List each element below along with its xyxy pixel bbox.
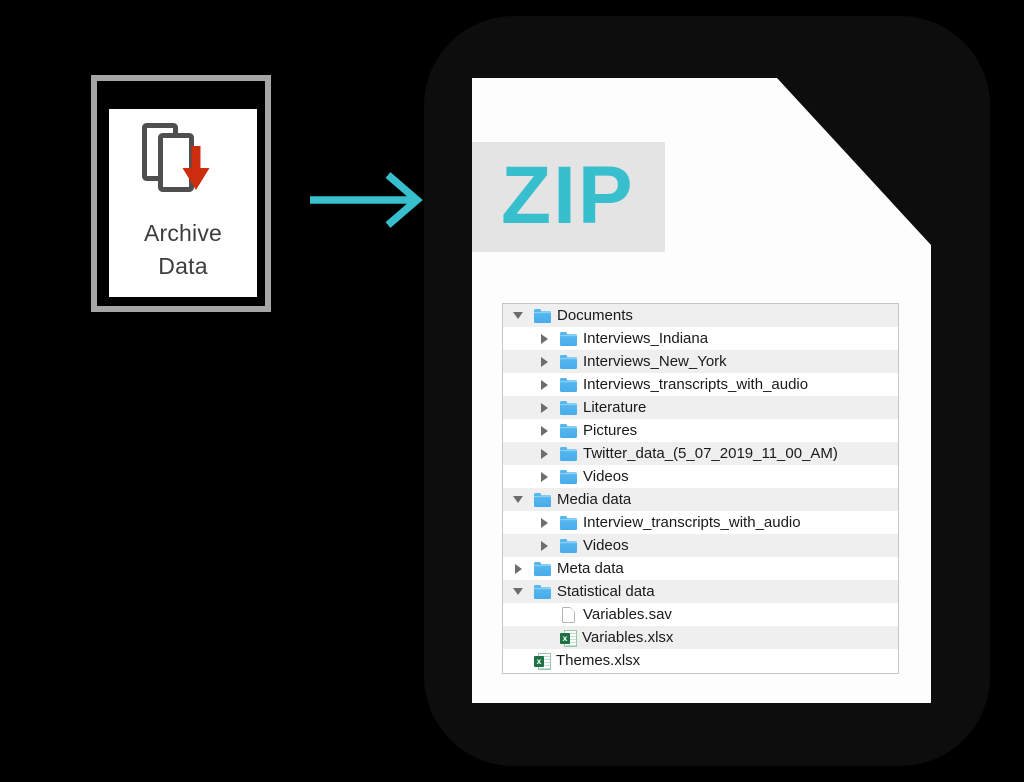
tree-row[interactable]: Twitter_data_(5_07_2019_11_00_AM): [503, 442, 898, 465]
archive-download-icon: [142, 123, 210, 192]
tree-row-label: Videos: [583, 468, 629, 485]
tree-row-label: Variables.xlsx: [582, 629, 674, 646]
tree-row[interactable]: Meta data: [503, 557, 898, 580]
tree-row[interactable]: Videos: [503, 534, 898, 557]
tree-row-label: Interview_transcripts_with_audio: [583, 514, 801, 531]
disclosure-triangle-icon[interactable]: [538, 541, 550, 551]
folder-icon: [560, 515, 577, 530]
folder-icon: [560, 469, 577, 484]
disclosure-triangle-icon[interactable]: [538, 518, 550, 528]
tree-row-label: Meta data: [557, 560, 624, 577]
zip-file-document: ZIP Documents Interviews_Indiana Intervi…: [472, 78, 931, 703]
folder-icon: [534, 584, 551, 599]
disclosure-triangle-icon[interactable]: [512, 564, 524, 574]
archive-data-card: Archive Data: [109, 109, 257, 297]
disclosure-triangle-icon[interactable]: [538, 472, 550, 482]
zip-badge-label: ZIP: [501, 150, 635, 241]
tree-row-label: Twitter_data_(5_07_2019_11_00_AM): [583, 445, 838, 462]
archive-data-tool[interactable]: Archive Data: [91, 75, 271, 312]
tree-row[interactable]: Interview_transcripts_with_audio: [503, 511, 898, 534]
tree-row-label: Interviews_transcripts_with_audio: [583, 376, 809, 393]
archive-tool-label: Archive Data: [109, 217, 257, 283]
folder-icon: [560, 377, 577, 392]
tree-row[interactable]: Media data: [503, 488, 898, 511]
excel-file-icon: [560, 629, 577, 647]
disclosure-triangle-icon[interactable]: [512, 588, 524, 595]
tree-row[interactable]: Documents: [503, 304, 898, 327]
tree-row[interactable]: Statistical data: [503, 580, 898, 603]
tree-row[interactable]: Interviews_transcripts_with_audio: [503, 373, 898, 396]
archive-tool-label-line1: Archive: [143, 220, 223, 246]
tree-row[interactable]: Interviews_Indiana: [503, 327, 898, 350]
tree-row[interactable]: Variables.xlsx: [503, 626, 898, 649]
tree-row[interactable]: Themes.xlsx: [503, 649, 898, 672]
tree-row-label: Videos: [583, 537, 629, 554]
archive-tool-label-line2: Data: [158, 253, 208, 279]
disclosure-triangle-icon[interactable]: [538, 449, 550, 459]
folder-icon: [534, 308, 551, 323]
tree-row[interactable]: Variables.sav: [503, 603, 898, 626]
download-arrow-icon: [182, 146, 210, 190]
disclosure-triangle-icon[interactable]: [538, 357, 550, 367]
disclosure-triangle-icon[interactable]: [538, 380, 550, 390]
document-file-icon: [562, 606, 575, 623]
tree-row-label: Literature: [583, 399, 647, 416]
right-arrow-icon: [310, 172, 423, 228]
tree-row-label: Interviews_Indiana: [583, 330, 709, 347]
tree-row-label: Themes.xlsx: [556, 652, 641, 669]
folder-icon: [560, 538, 577, 553]
folder-icon: [560, 331, 577, 346]
tree-row[interactable]: Literature: [503, 396, 898, 419]
folder-icon: [560, 400, 577, 415]
disclosure-triangle-icon[interactable]: [512, 312, 524, 319]
disclosure-triangle-icon[interactable]: [512, 496, 524, 503]
folder-icon: [534, 561, 551, 576]
folder-icon: [534, 492, 551, 507]
folder-icon: [560, 446, 577, 461]
tree-row[interactable]: Pictures: [503, 419, 898, 442]
tree-row-label: Pictures: [583, 422, 638, 439]
tree-row-label: Variables.sav: [583, 606, 672, 623]
folder-icon: [560, 423, 577, 438]
tree-row[interactable]: Interviews_New_York: [503, 350, 898, 373]
tree-row-label: Statistical data: [557, 583, 655, 600]
disclosure-triangle-icon[interactable]: [538, 403, 550, 413]
zip-badge: ZIP: [472, 142, 665, 252]
folder-icon: [560, 354, 577, 369]
tree-row-label: Interviews_New_York: [583, 353, 727, 370]
excel-file-icon: [534, 652, 551, 670]
disclosure-triangle-icon[interactable]: [538, 334, 550, 344]
disclosure-triangle-icon[interactable]: [538, 426, 550, 436]
file-tree[interactable]: Documents Interviews_Indiana Interviews_…: [502, 303, 899, 674]
tree-row-label: Media data: [557, 491, 632, 508]
tree-row-label: Documents: [557, 307, 633, 324]
tree-row[interactable]: Videos: [503, 465, 898, 488]
